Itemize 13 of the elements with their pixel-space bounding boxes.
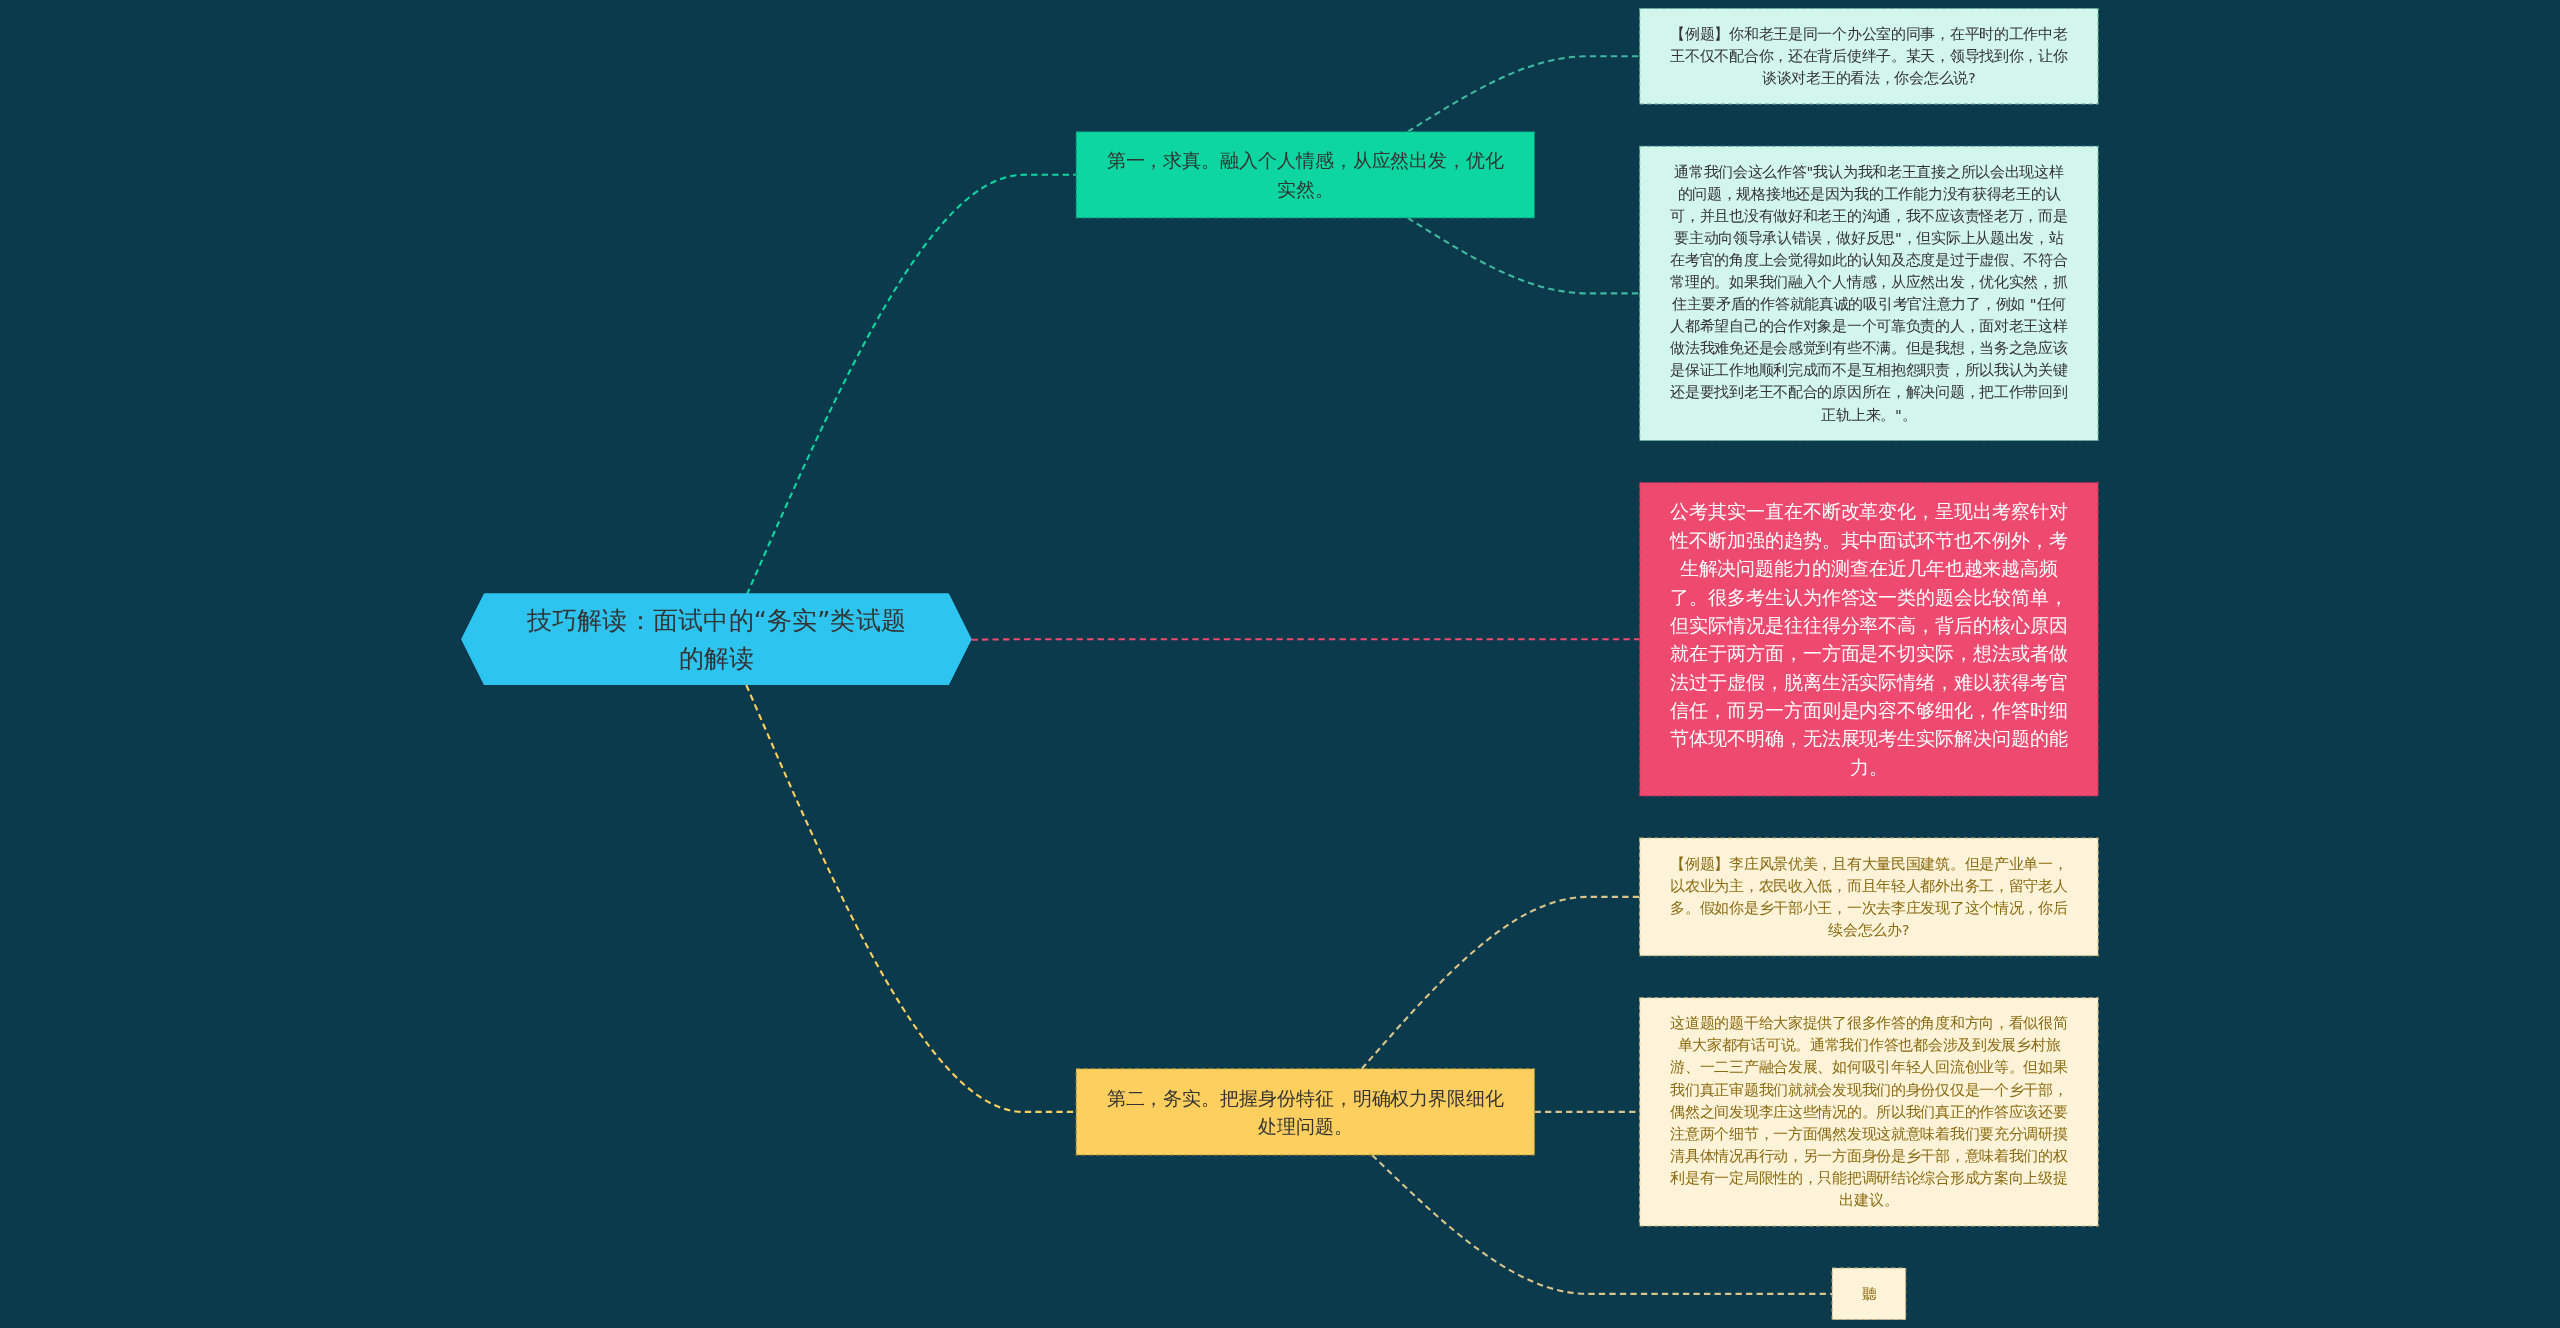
node-box: 公考其实一直在不断改革变化，呈现出考察针对性不断加强的趋势。其中面试环节也不例外，考生解决问题能力的测查在近几年也越来越高频了。很多考生认为作答这一类的题会比较简单，但实际情况是往往得分率不高，背后的核心原因就在于两方面，一方面是不切实际，想法或者做法过于虚假，脱离生活实际情绪，难以获得考官信任，而另一方面则是内容不够细化，作答时细节体现不明确，无法展现考生实际解决问题的能力。 [1639,482,2099,797]
node-box: 这道题的题干给大家提供了很多作答的角度和方向，看似很简单大家都有话可说。通常我们作答也都会涉及到发展乡村旅游、一二三产融合发展、如何吸引年轻人回流创业等。但如果我们真正审题我们就就会发现我们的身份仅仅是一个乡干部，偶然之间发现李庄这些情况的。所以我们真正的作答应该还要注意两个细节，一方面偶然发现这就意味着我们要充分调研摸清具体情况再行动，另一方面身份是乡干部，意味着我们的权利是有一定局限性的，只能把调研结论综合形成方案向上级提出建议。 [1639,997,2099,1227]
node-box: 第一，求真。融入个人情感，从应然出发，优化实然。 [1075,131,1536,219]
node-box: 通常我们会这么作答"我认为我和老王直接之所以会出现这样的问题，规格接地还是因为我的工作能力没有获得老王的认可，并且也没有做好和老王的沟通，我不应该责怪老万，而是要主动向领导承认错误，做好反思"，但实际上从题出发，站在考官的角度上会觉得如此的认知及态度是过于虚假、不符合常理的。如果我们融入个人情感，从应然出发，优化实然，抓住主要矛盾的作答就能真诚的吸引考官注意力了，例如 "任何人都希望自己的合作对象是一个可靠负责的人，面对老王这样做法我难免还是会感觉到有些不满。但是我想，当务之急应该是保证工作地顺利完成而不是互相抱怨职责，所以我认为关键还是要找到老王不配合的原因所在，解决问题，把工作带回到正轨上来。"。 [1639,145,2099,442]
node-box: 第二，务实。把握身份特征，明确权力界限细化处理问题。 [1075,1068,1536,1156]
node-box: 聽 [1831,1267,1907,1321]
connector [1407,55,1640,133]
connector [745,173,1077,596]
node-box: 【例题】你和老王是同一个办公室的同事，在平时的工作中老王不仅不配合你，还在背后使绊子。某天，领导找到你，让你谈谈对老王的看法，你会怎么说? [1639,7,2099,105]
connector [1361,895,1640,1070]
connector [1407,217,1640,295]
connector [971,638,1640,641]
node-box: 【例题】李庄风景优美，且有大量民国建筑。但是产业单一，以农业为主，农民收入低，而且年轻人都外出务工，留守老人多。假如你是乡干部小王，一次去李庄发现了这个情况，你后续会怎么办? [1639,837,2099,957]
